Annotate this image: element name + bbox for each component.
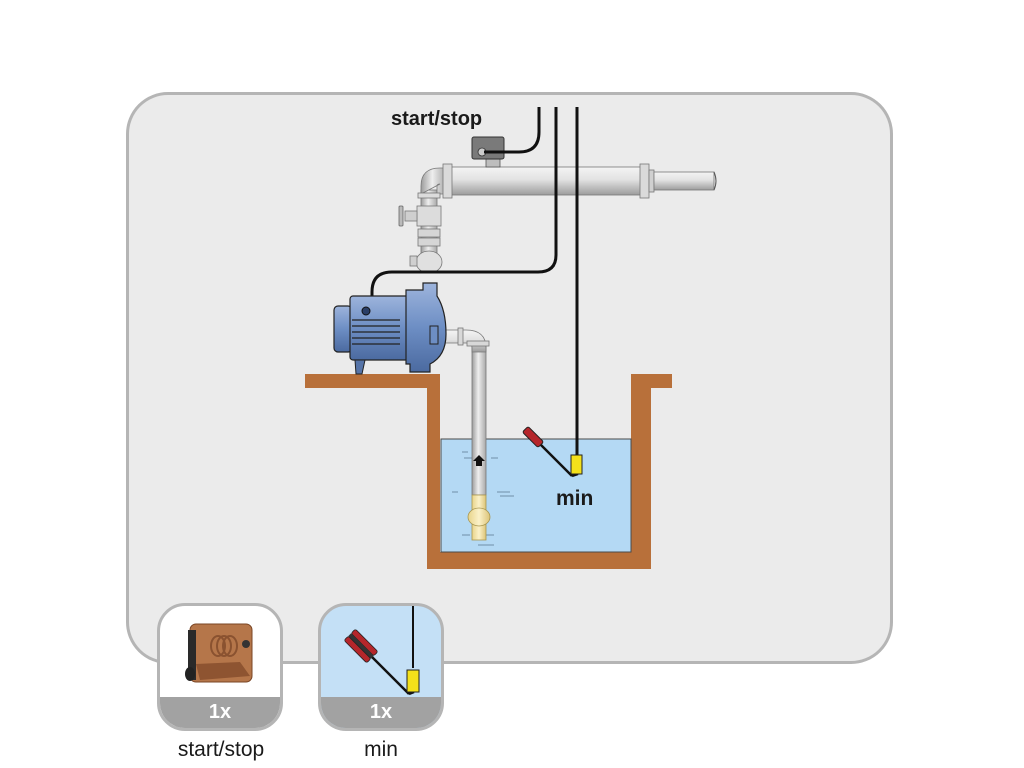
legend-caption-min: min (364, 738, 398, 761)
pressure-switch-icon (185, 623, 253, 683)
float-switch (522, 426, 583, 478)
float-switch-icon (344, 606, 420, 696)
legend-card-start-stop: 1x (157, 603, 283, 731)
legend-card-min: 1x (318, 603, 444, 731)
start-stop-cable (484, 107, 541, 154)
cables (370, 107, 579, 455)
legend-caption-start-stop: start/stop (177, 738, 265, 761)
legend-count: 1x (160, 697, 280, 728)
pump-cable (370, 107, 558, 305)
legend-count: 1x (321, 697, 441, 728)
water-ripples (452, 451, 514, 546)
min-label: min (556, 487, 593, 510)
flow-arrow-icon (473, 455, 485, 466)
discharge-riser (398, 167, 447, 274)
pump (333, 282, 447, 375)
tank-wall (305, 374, 672, 569)
tank (305, 374, 672, 569)
start-stop-label: start/stop (391, 108, 482, 130)
suction-pipe (435, 327, 491, 541)
discharge-pipe (442, 163, 717, 199)
